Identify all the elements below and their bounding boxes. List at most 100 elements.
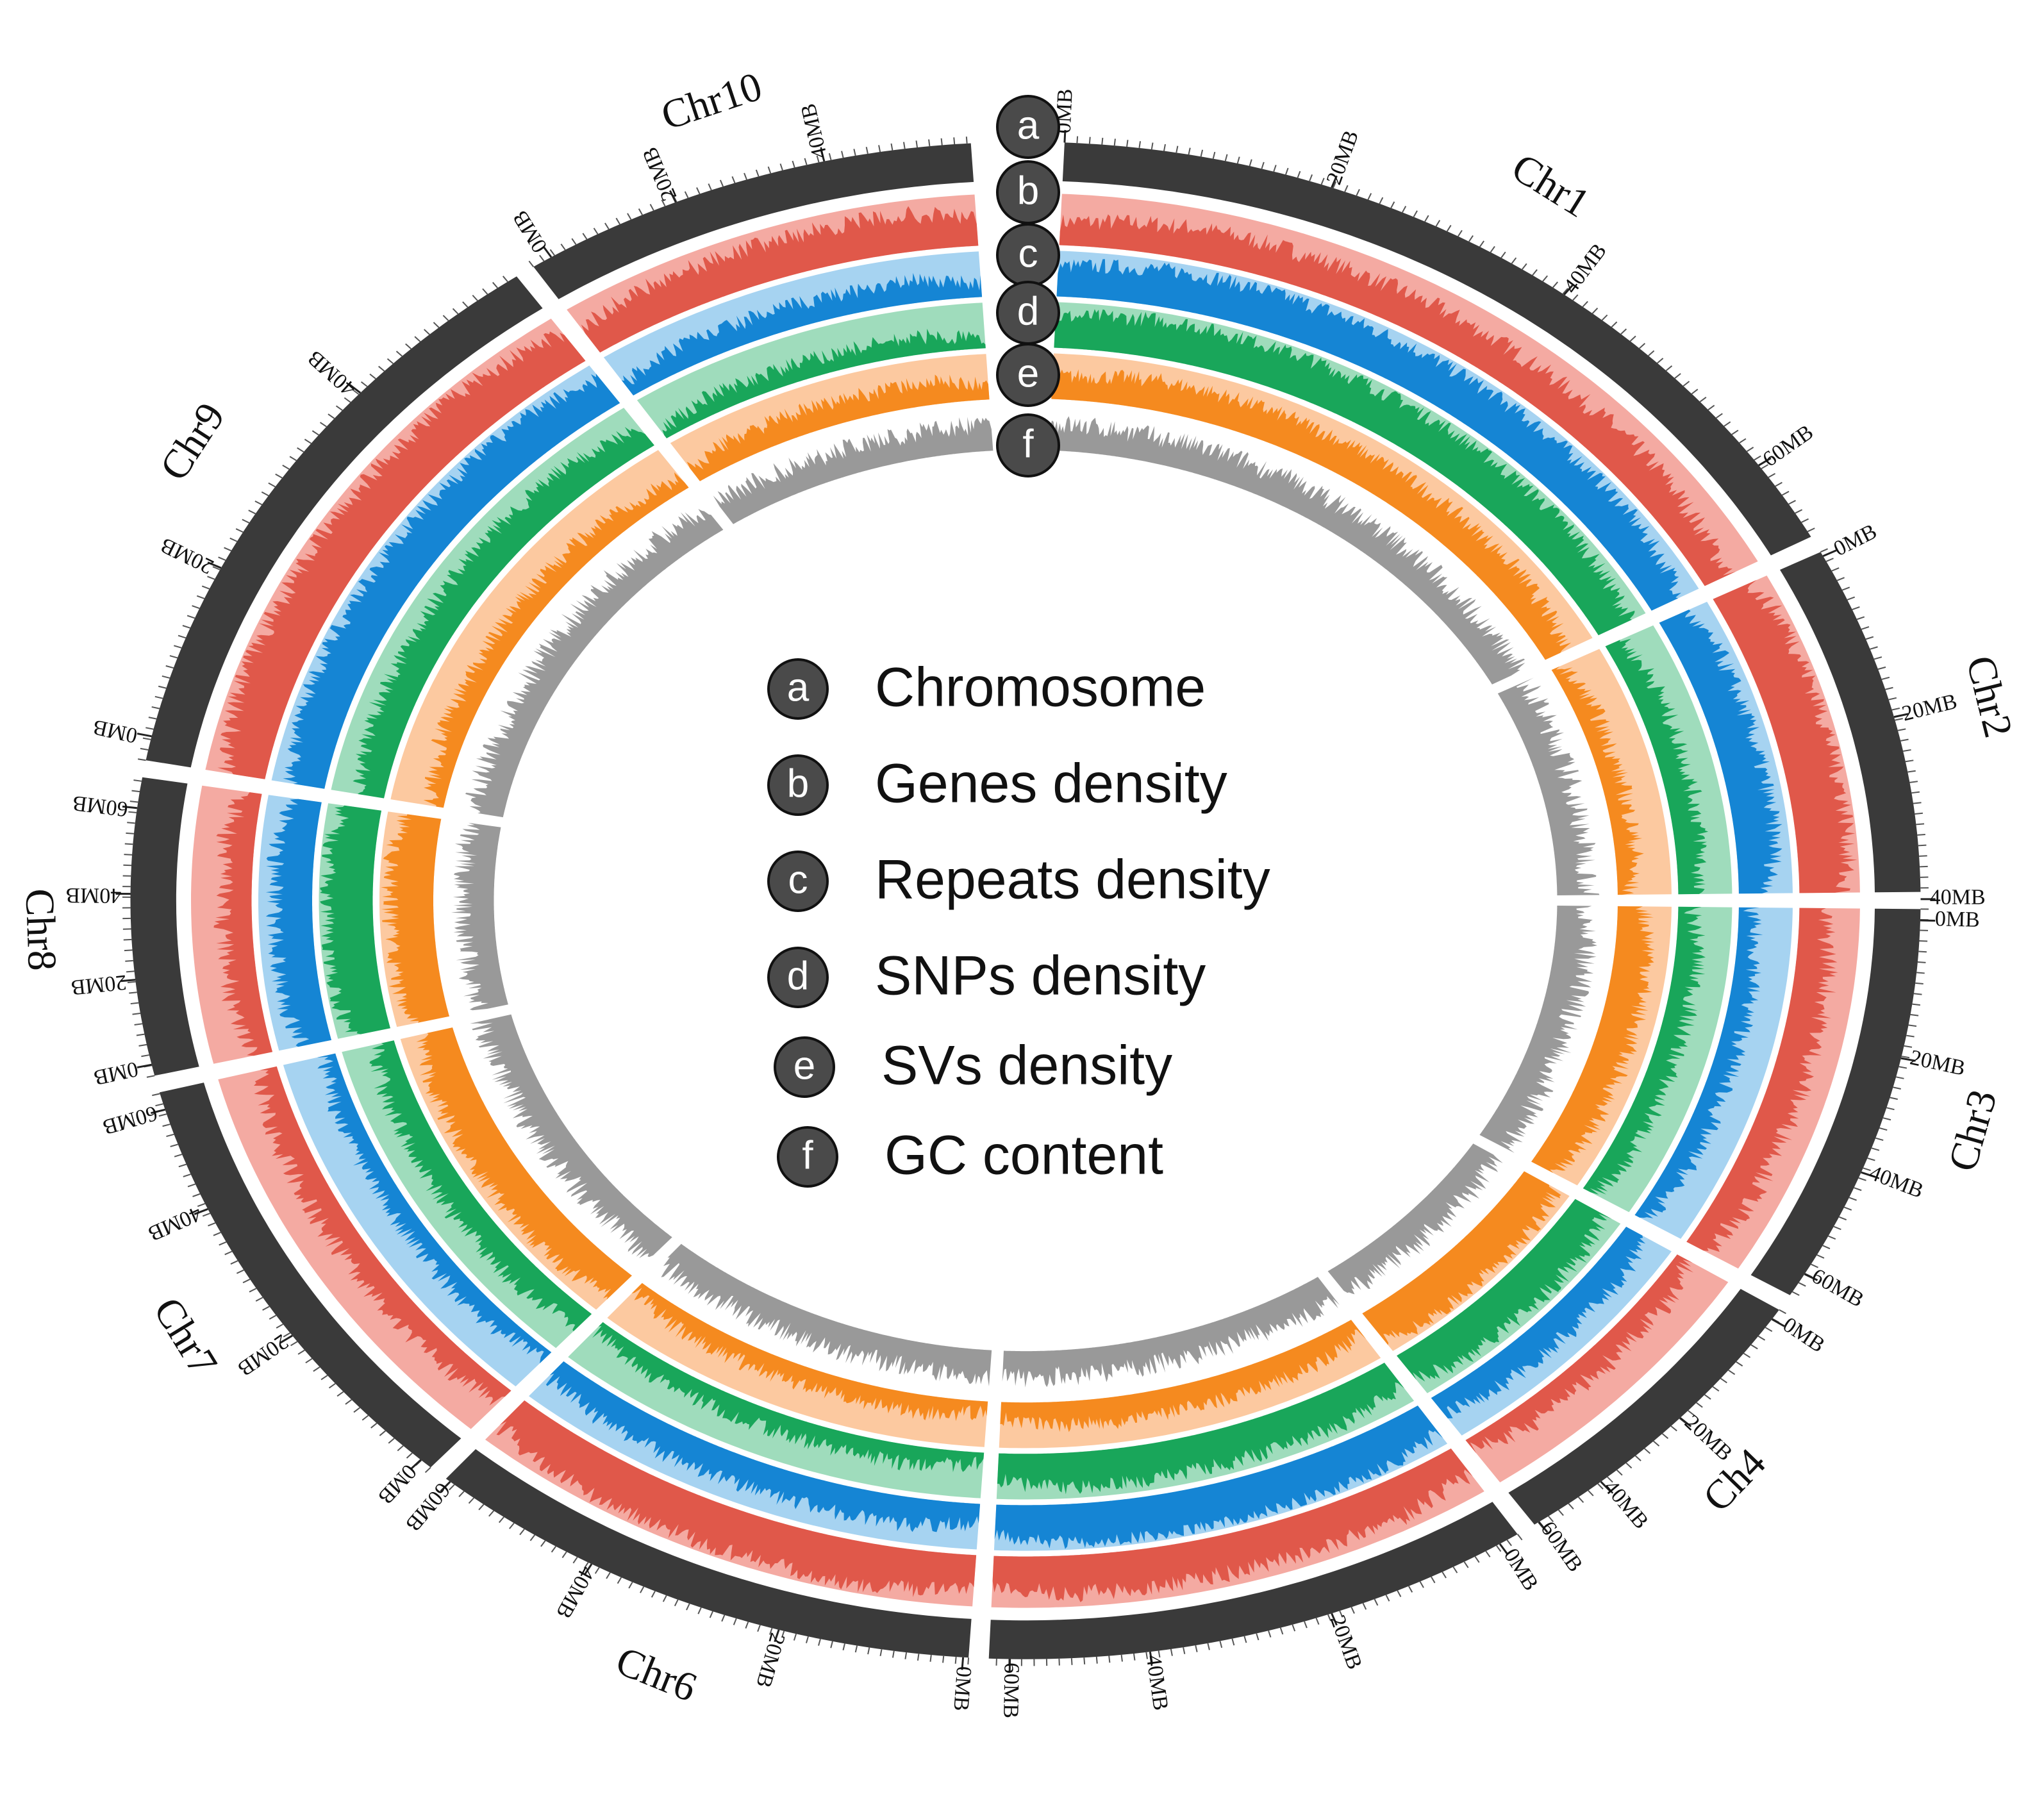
tick-label: 20MB (157, 533, 217, 578)
legend-badge-letter: d (787, 954, 809, 998)
legend-badge-b (767, 754, 829, 816)
svs-density-1 (1051, 369, 1572, 660)
chromosome-name-6: Chr6 (610, 1638, 703, 1711)
tick-label: 20MB (1908, 1046, 1968, 1081)
tick-label: 40MB (797, 101, 833, 161)
tick-label: 60MB (71, 791, 129, 821)
svs-density-10 (686, 374, 990, 481)
svs-density-6 (631, 1282, 988, 1422)
gc-density-5 (1002, 1277, 1340, 1388)
snps-density-5 (997, 1363, 1405, 1495)
repeats-density-8 (265, 799, 332, 1047)
chromosome-name-3: Chr3 (1939, 1084, 2006, 1176)
chromosome-block-1 (1062, 142, 1811, 556)
tick-label: 40MB (1866, 1161, 1926, 1203)
genes-density-3 (1686, 908, 1838, 1252)
chromosome-block-4 (1508, 1289, 1779, 1525)
tick-label: 60MB (1758, 420, 1817, 472)
chromosome-name-10: Chr10 (656, 63, 767, 138)
track-badge-letter: e (1017, 351, 1039, 395)
svs-density-9 (423, 472, 689, 808)
tick-label: 60MB (999, 1663, 1024, 1719)
chromosome-name-7: Chr7 (145, 1290, 226, 1383)
genes-density-10 (581, 206, 979, 353)
gc-density-6 (661, 1243, 992, 1386)
track-badge-letter: d (1017, 289, 1039, 333)
snps-density-8 (320, 805, 390, 1034)
snps-density-9 (353, 427, 654, 799)
tick-label: 60MB (1536, 1517, 1587, 1576)
chromosome-block-3 (1750, 908, 1921, 1295)
tick-label: 40MB (551, 1562, 599, 1622)
chromosome-block-6 (445, 1449, 972, 1658)
chromosome-block-5 (988, 1502, 1518, 1659)
repeats-density-3 (1634, 907, 1763, 1218)
chromosome-block-8 (130, 777, 199, 1076)
legend-badge-letter: b (787, 761, 809, 806)
track-badge-a (996, 95, 1060, 159)
legend-badge-letter: c (788, 858, 808, 902)
legend-label-d: SNPs density (875, 945, 1206, 1007)
legend-badge-c (767, 851, 829, 912)
track-badge-e (996, 343, 1060, 407)
repeats-density-2 (1659, 610, 1782, 894)
track-badge-letter: a (1017, 103, 1040, 147)
svs-density-5 (1000, 1320, 1367, 1432)
genes-density-6 (496, 1400, 977, 1597)
legend-badge-letter: e (794, 1043, 815, 1088)
snps-density-7 (369, 1040, 592, 1332)
legend-label-e: SVs density (881, 1035, 1172, 1097)
tick-label: 40MB (303, 345, 360, 401)
tick-label: 20MB (751, 1631, 790, 1691)
genes-density-8 (213, 792, 273, 1056)
tick-label: 40MB (1142, 1654, 1173, 1712)
svs-density-8 (381, 814, 449, 1023)
tick-label: 20MB (233, 1329, 292, 1381)
tick-label: 20MB (1325, 1612, 1367, 1672)
chromosome-name-9: Chr9 (151, 395, 233, 488)
tick-label: 40MB (1930, 886, 1986, 909)
track-badge-letter: c (1018, 231, 1038, 276)
svs-density-3 (1531, 906, 1655, 1174)
repeats-density-6 (545, 1361, 981, 1532)
gc-density-2 (1497, 677, 1600, 895)
tick-label: 20MB (638, 144, 681, 204)
tick-label: 20MB (70, 970, 128, 1000)
svs-density-4 (1362, 1171, 1561, 1345)
tick-label: 0MB (1830, 520, 1881, 561)
genes-density-5 (992, 1448, 1473, 1602)
snps-density-1 (1054, 309, 1635, 636)
density-tracks (191, 194, 1860, 1608)
tick-label: 60MB (1807, 1264, 1868, 1312)
legend-badge-a (767, 658, 829, 720)
repeats-density-7 (317, 1053, 552, 1364)
genes-density-7 (254, 1066, 511, 1406)
gc-density-4 (1327, 1143, 1503, 1295)
svs-density-7 (416, 1027, 632, 1300)
chromosome-block-10 (533, 143, 974, 299)
snps-density-6 (592, 1322, 985, 1472)
legend-label-f: GC content (885, 1125, 1163, 1186)
genes-density-4 (1465, 1254, 1694, 1454)
chromosome-name-8: Chr8 (17, 888, 65, 971)
gc-density-9 (465, 509, 724, 818)
legend-label-b: Genes density (875, 753, 1227, 815)
legend-label-c: Repeats density (875, 849, 1270, 911)
snps-density-2 (1605, 638, 1709, 895)
legend-badge-letter: a (787, 665, 810, 710)
repeats-density-10 (621, 272, 983, 395)
repeats-density-9 (283, 373, 620, 789)
gc-density-3 (1479, 906, 1597, 1153)
gc-density-10 (713, 417, 993, 524)
tick-label: 40MB (1559, 239, 1611, 298)
tick-label: 40MB (1599, 1475, 1653, 1533)
tick-label: 60MB (100, 1101, 160, 1140)
chromosome-name-2: Chr2 (1957, 651, 2022, 742)
chromosome-block-9 (145, 276, 543, 768)
genes-density-9 (217, 331, 586, 779)
tick-label: 0MB (92, 1057, 140, 1090)
gc-density-8 (451, 822, 508, 1011)
